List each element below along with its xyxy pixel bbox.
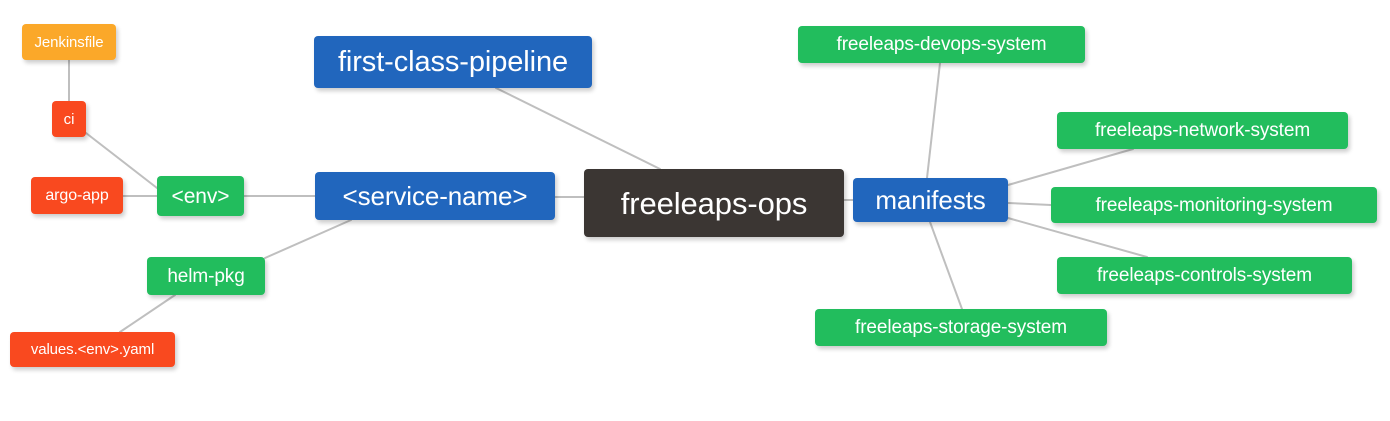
node-label-argo-app: argo-app <box>45 186 109 204</box>
node-label-first-class-pipeline: first-class-pipeline <box>337 45 569 78</box>
node-freeleaps-ops[interactable]: freeleaps-ops <box>584 169 844 237</box>
node-service-name[interactable]: <service-name> <box>315 172 555 220</box>
node-label-freeleaps-devops-system: freeleaps-devops-system <box>836 34 1047 55</box>
node-manifests[interactable]: manifests <box>853 178 1008 222</box>
node-label-env: <env> <box>171 184 230 208</box>
node-label-jenkinsfile: Jenkinsfile <box>34 33 104 51</box>
edge-manifests-to-freeleaps-monitoring-system <box>1007 202 1052 206</box>
edge-service-name-to-helm-pkg <box>264 219 352 259</box>
node-label-ci: ci <box>63 110 75 128</box>
node-env[interactable]: <env> <box>157 176 244 216</box>
node-label-freeleaps-monitoring-system: freeleaps-monitoring-system <box>1095 194 1333 216</box>
node-label-helm-pkg: helm-pkg <box>167 265 245 287</box>
node-freeleaps-devops-system[interactable]: freeleaps-devops-system <box>798 26 1085 63</box>
edge-manifests-to-freeleaps-storage-system <box>929 221 963 310</box>
edge-manifests-to-freeleaps-devops-system <box>926 62 941 179</box>
node-label-freeleaps-controls-system: freeleaps-controls-system <box>1096 265 1313 286</box>
node-label-freeleaps-network-system: freeleaps-network-system <box>1094 120 1311 141</box>
node-values-yaml[interactable]: values.<env>.yaml <box>10 332 175 367</box>
edge-first-class-pipeline-to-freeleaps-ops <box>495 87 661 170</box>
node-label-freeleaps-storage-system: freeleaps-storage-system <box>855 317 1067 338</box>
edge-manifests-to-freeleaps-controls-system <box>1007 217 1148 258</box>
node-first-class-pipeline[interactable]: first-class-pipeline <box>314 36 592 88</box>
node-label-freeleaps-ops: freeleaps-ops <box>620 185 808 221</box>
node-helm-pkg[interactable]: helm-pkg <box>147 257 265 295</box>
node-jenkinsfile[interactable]: Jenkinsfile <box>22 24 116 60</box>
edge-manifests-to-freeleaps-network-system <box>1007 148 1134 186</box>
node-freeleaps-network-system[interactable]: freeleaps-network-system <box>1057 112 1348 149</box>
node-freeleaps-monitoring-system[interactable]: freeleaps-monitoring-system <box>1051 187 1377 223</box>
node-freeleaps-controls-system[interactable]: freeleaps-controls-system <box>1057 257 1352 294</box>
node-label-service-name: <service-name> <box>342 181 528 211</box>
node-label-manifests: manifests <box>875 185 986 215</box>
node-argo-app[interactable]: argo-app <box>31 177 123 214</box>
edge-helm-pkg-to-values-yaml <box>119 294 176 333</box>
node-freeleaps-storage-system[interactable]: freeleaps-storage-system <box>815 309 1107 346</box>
node-label-values-yaml: values.<env>.yaml <box>30 341 155 358</box>
node-ci[interactable]: ci <box>52 101 86 137</box>
